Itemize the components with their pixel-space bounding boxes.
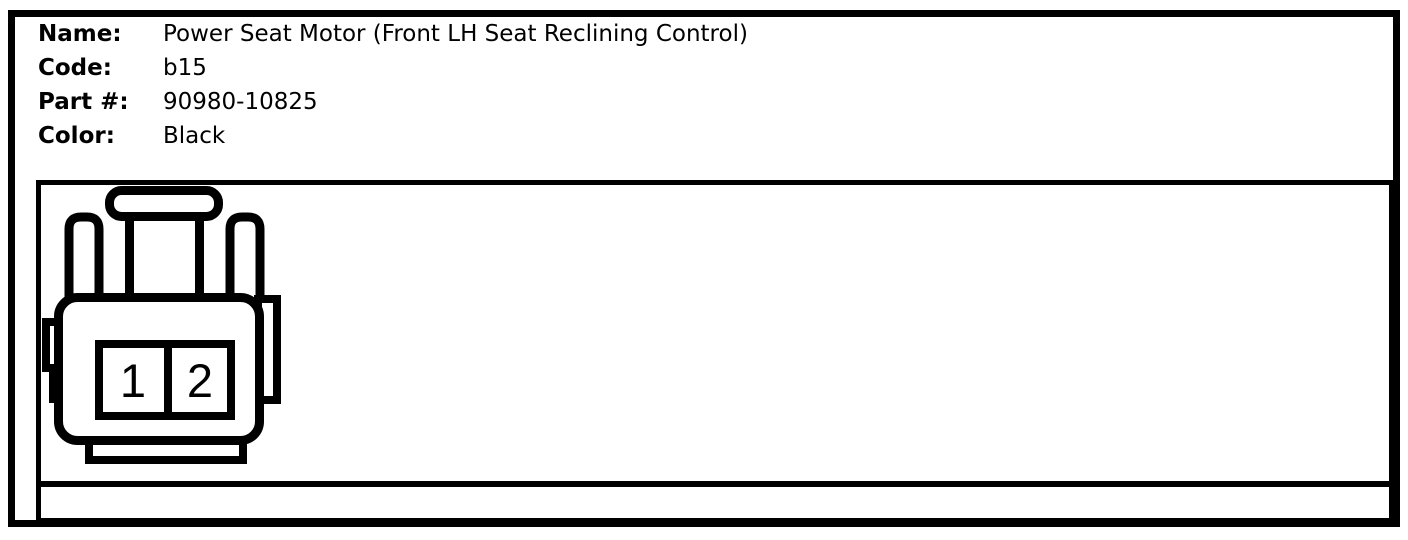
part-number-field-label: Part #: [38, 89, 129, 115]
connector-diagram-cell [41, 185, 1389, 487]
code-field-label: Code: [38, 55, 112, 81]
header-row-name: Name: Power Seat Motor (Front LH Seat Re… [38, 17, 748, 51]
name-field-label: Name: [38, 21, 122, 47]
code-field-value: b15 [163, 55, 207, 81]
connector-header: Name: Power Seat Motor (Front LH Seat Re… [38, 17, 748, 153]
header-row-code: Code: b15 [38, 51, 748, 85]
header-row-part: Part #: 90980-10825 [38, 85, 748, 119]
color-field-label: Color: [38, 123, 115, 149]
note-strip [41, 487, 1389, 518]
diagram-table [36, 180, 1394, 523]
part-number-field-value: 90980-10825 [163, 89, 318, 115]
color-field-value: Black [163, 123, 226, 149]
header-row-color: Color: Black [38, 119, 748, 153]
name-field-value: Power Seat Motor (Front LH Seat Reclinin… [163, 21, 748, 47]
